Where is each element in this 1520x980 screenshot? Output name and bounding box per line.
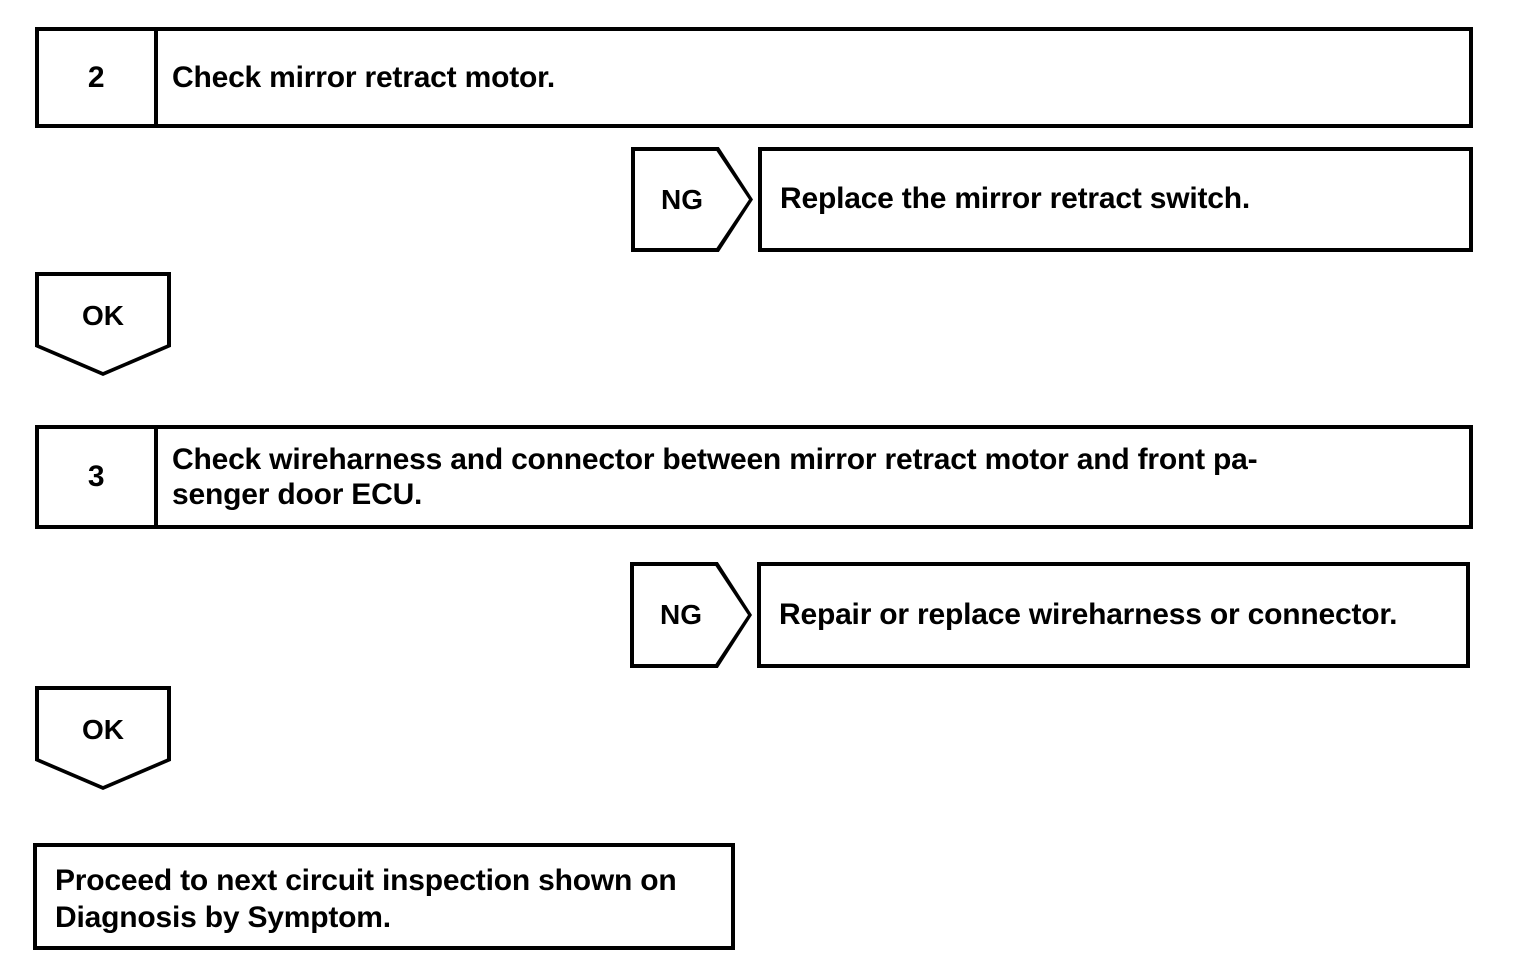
ok-pentagon-2: OK xyxy=(35,272,171,376)
final-action-box[interactable]: Proceed to next circuit inspection shown… xyxy=(33,843,735,950)
ng-chevron-3: NG xyxy=(630,562,752,668)
ng-chevron-2: NG xyxy=(631,147,753,252)
final-action-label: Proceed to next circuit inspection shown… xyxy=(55,864,677,934)
step-number-2: 2 xyxy=(39,31,158,124)
step-box-3[interactable]: 3 Check wireharness and connector betwee… xyxy=(35,425,1473,529)
step-text-container-2: Check mirror retract motor. xyxy=(158,31,1469,124)
ng-chevron-inner-2: NG xyxy=(635,151,749,248)
ng-label-2: NG xyxy=(661,183,703,215)
ng-action-label-3: Repair or replace wireharness or connect… xyxy=(779,597,1398,631)
step-label-2: Check mirror retract motor. xyxy=(172,60,556,94)
ng-chevron-inner-3: NG xyxy=(634,566,748,664)
ok-label-3: OK xyxy=(82,714,124,745)
ng-action-label-2: Replace the mirror retract switch. xyxy=(780,182,1251,216)
ng-action-box-2[interactable]: Replace the mirror retract switch. xyxy=(758,147,1473,252)
ok-label-2: OK xyxy=(82,300,124,331)
ng-action-box-3[interactable]: Repair or replace wireharness or connect… xyxy=(757,562,1470,668)
ng-label-3: NG xyxy=(660,599,702,630)
step-label-3: Check wireharness and connector between … xyxy=(172,442,1258,511)
step-box-2[interactable]: 2 Check mirror retract motor. xyxy=(35,27,1473,128)
step-text-container-3: Check wireharness and connector between … xyxy=(158,429,1469,525)
ok-pentagon-3: OK xyxy=(35,686,171,790)
step-number-3: 3 xyxy=(39,429,158,525)
